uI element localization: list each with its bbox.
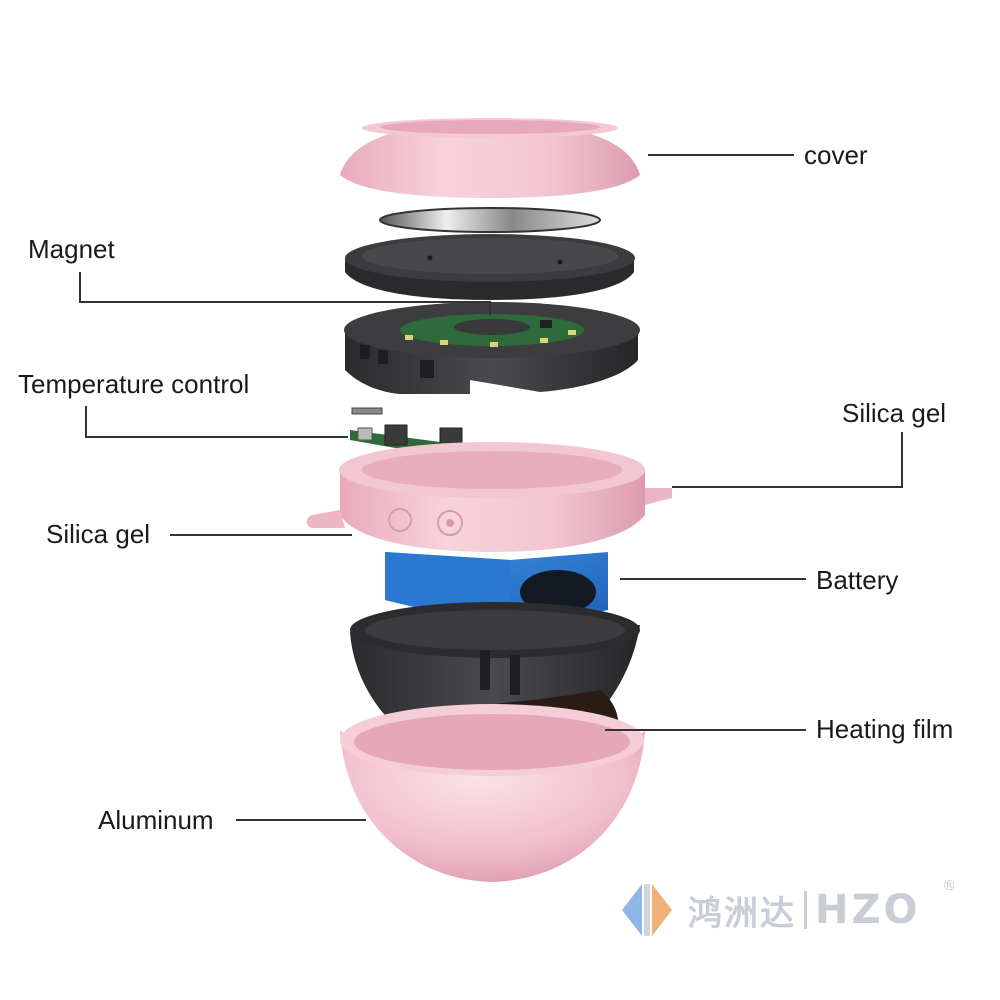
magnet-plate-part (345, 234, 635, 300)
label-silica-gel-left: Silica gel (46, 519, 151, 549)
silica-gel-ring-part (306, 442, 672, 552)
label-aluminum: Aluminum (98, 805, 214, 835)
label-temperature-control: Temperature control (18, 369, 250, 399)
label-battery: Battery (816, 565, 899, 595)
label-cover: cover (804, 140, 868, 170)
watermark-registered-mark: ® (942, 878, 956, 894)
cover-part (340, 118, 640, 198)
aluminum-bowl-part (340, 704, 645, 882)
watermark-chinese: 鸿洲达 (688, 893, 796, 934)
leader-line-temperature-control (85, 406, 348, 438)
label-heating-film: Heating film (816, 714, 954, 744)
leader-line-magnet (79, 272, 491, 315)
mirror-disc-part (379, 207, 601, 233)
circuit-housing-part (344, 302, 640, 394)
watermark: 鸿洲达 HZO (660, 884, 920, 936)
leader-line-silica-gel-right (672, 432, 903, 488)
label-silica-gel-right: Silica gel (842, 398, 947, 428)
leader-lines (79, 154, 903, 821)
label-magnet: Magnet (28, 234, 115, 264)
watermark-english: HZO (815, 887, 921, 933)
watermark-separator (804, 891, 807, 929)
hzo-logo-icon (622, 884, 672, 936)
